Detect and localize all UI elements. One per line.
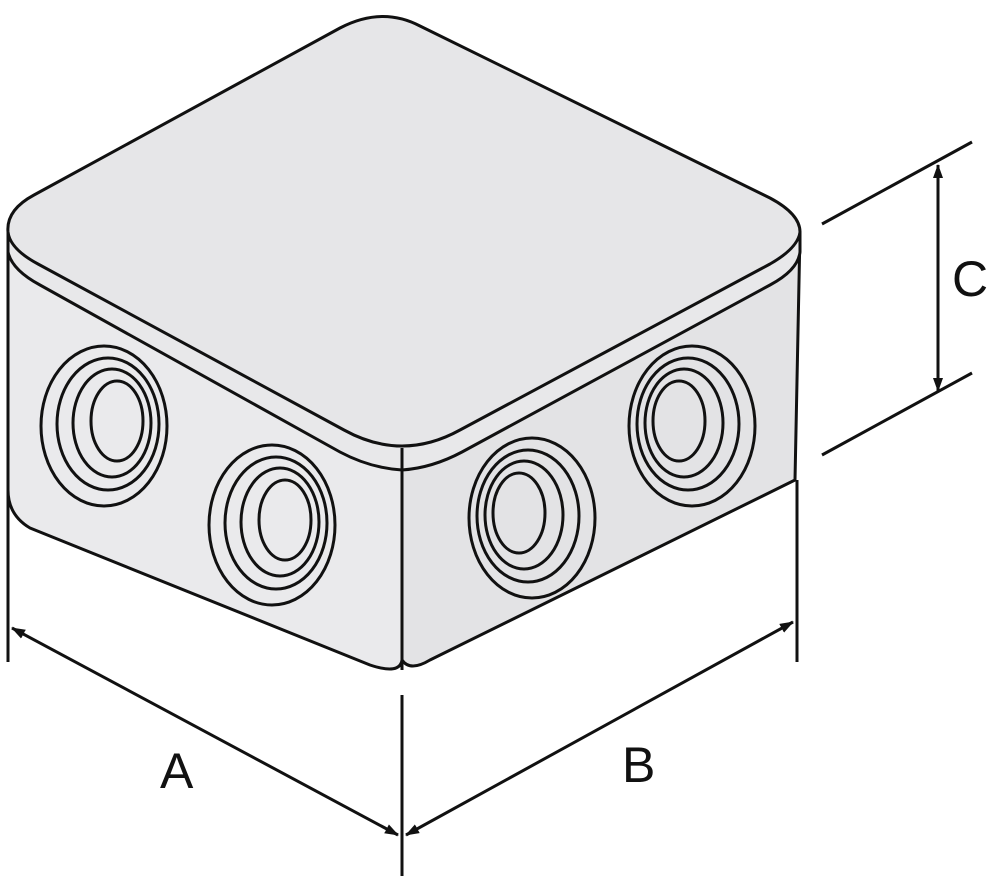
dimension-label-a: A [160, 743, 194, 799]
dimension-label-c: C [952, 251, 988, 307]
dimension-arrow-a [11, 626, 399, 837]
junction-box [6, 15, 802, 671]
cable-gland [39, 344, 169, 508]
dimension-label-b: B [622, 737, 655, 793]
cable-gland [627, 344, 757, 508]
cable-gland [467, 436, 597, 600]
dimension-arrow-b [405, 620, 794, 837]
extension-line-bottom [821, 371, 973, 457]
cable-gland [207, 443, 337, 607]
box-lid-top [6, 15, 802, 448]
dimension-lines [6, 140, 973, 876]
extension-line-top [821, 140, 973, 226]
